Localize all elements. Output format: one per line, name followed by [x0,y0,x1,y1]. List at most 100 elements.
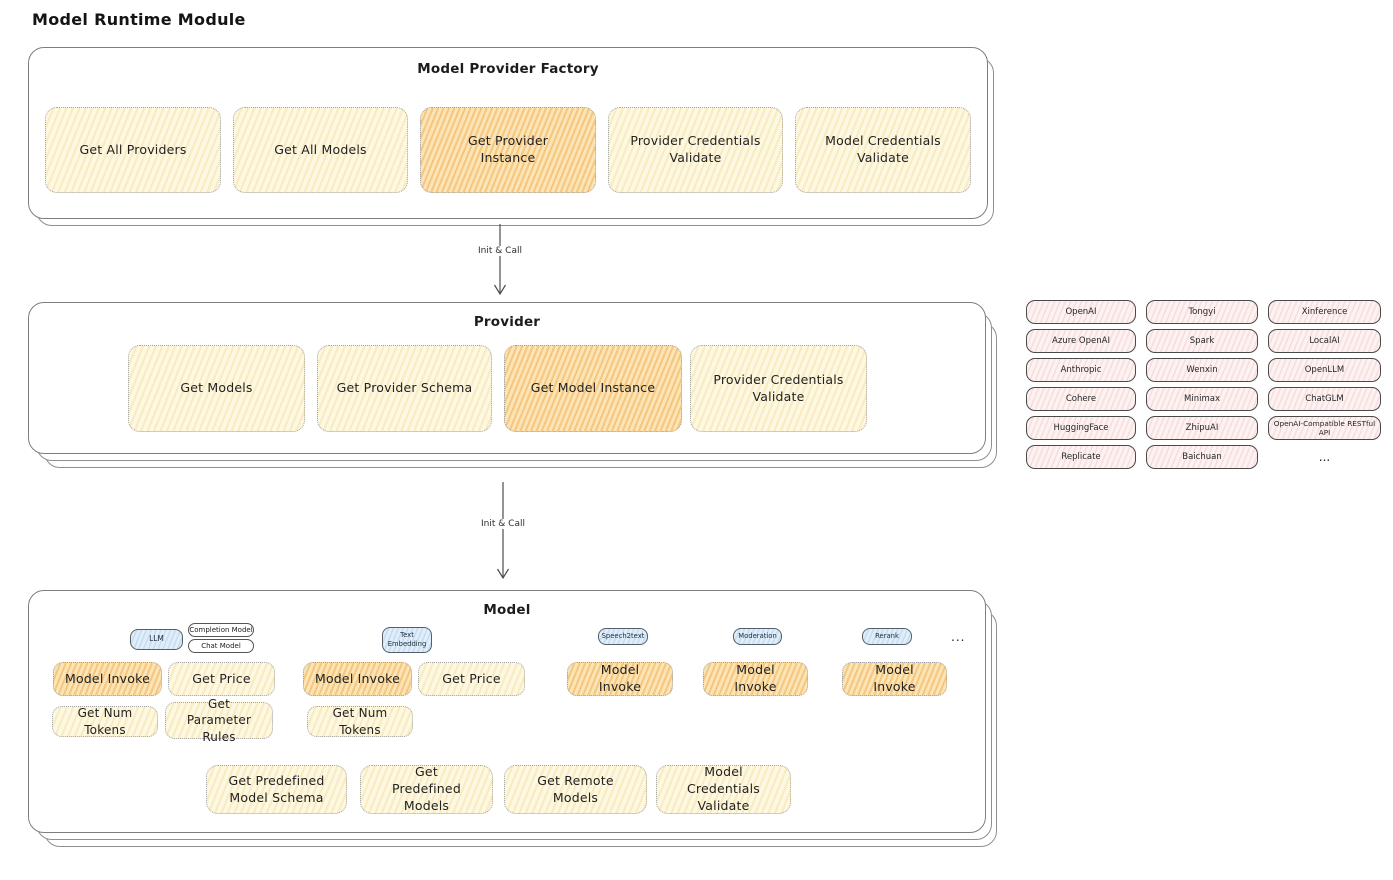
node-get-predefined-model-schema: Get Predefined Model Schema [206,765,347,814]
node-get-all-models: Get All Models [233,107,408,193]
provider-chip-zhipuai: ZhipuAI [1146,416,1258,440]
node-get-parameter-rules: Get Parameter Rules [165,697,273,744]
node-label: Model Invoke [873,662,916,694]
tag-label: Completion Model [189,626,253,634]
chip-label: HuggingFace [1053,423,1109,433]
chip-label: OpenLLM [1304,365,1345,375]
provider-chip-tongyi: Tongyi [1146,300,1258,324]
chip-label: Tongyi [1188,307,1216,317]
node-label: Get Num Tokens [77,706,133,737]
node-label: Get Remote Models [537,772,614,805]
node-label: Get Price [192,670,251,686]
node-label: Get All Models [274,141,367,157]
provider-chip-openai: OpenAI [1026,300,1136,324]
chip-label: Wenxin [1186,365,1218,375]
tag-label: Speech2text [601,631,645,640]
tag-label: Moderation [738,631,777,640]
chip-label: Azure OpenAI [1052,336,1110,346]
provider-chip-openllm: OpenLLM [1268,358,1381,382]
node-label: Get Predefined Model Schema [228,772,325,805]
factory-box: Model Provider Factory Get All Providers… [28,47,994,226]
node-get-num-tokens-llm: Get Num Tokens [52,706,158,737]
node-model-credentials-validate: Model Credentials Validate [795,107,971,193]
node-get-models: Get Models [128,345,305,432]
tag-text-embedding: Text Embedding [382,627,432,653]
page-title: Model Runtime Module [32,10,246,29]
node-model-credentials-validate-2: Model Credentials Validate [656,764,791,814]
node-label: Get Model Instance [530,380,656,396]
node-label: Model Credentials Validate [825,133,941,165]
node-get-price-llm: Get Price [168,662,275,696]
chip-label: Replicate [1061,452,1101,462]
chip-label: ChatGLM [1305,394,1344,404]
tag-label: Text Embedding [387,630,427,648]
chip-label: Spark [1189,336,1215,346]
chip-label: OpenAI [1065,307,1097,317]
chip-label: Baichuan [1182,452,1222,462]
tag-label: Rerank [875,631,899,640]
provider-chip-cohere: Cohere [1026,387,1136,411]
tag-label: Chat Model [201,642,241,650]
node-label: Model Invoke [734,662,777,694]
node-model-invoke-speech2text: Model Invoke [567,662,673,696]
provider-title: Provider [473,314,541,330]
chip-label: ZhipuAI [1185,423,1219,433]
chip-label: OpenAI-Compatible RESTful API [1273,419,1376,437]
node-label: Get Price [442,670,501,686]
chip-label: Cohere [1065,394,1097,404]
chip-label: LocalAI [1309,336,1340,346]
provider-chip-minimax: Minimax [1146,387,1258,411]
node-get-price-text-embedding: Get Price [418,662,525,696]
tag-completion-model: Completion Model [188,623,254,637]
node-get-predefined-models: Get Predefined Models [360,764,493,814]
node-label: Model Invoke [598,662,642,694]
provider-chip-huggingface: HuggingFace [1026,416,1136,440]
node-model-invoke-moderation: Model Invoke [703,662,808,696]
arrow-provider-to-model: Init & Call [478,482,528,580]
tag-moderation: Moderation [733,628,782,645]
node-label: Model Invoke [314,670,401,686]
provider-chip-spark: Spark [1146,329,1258,353]
node-get-all-providers: Get All Providers [45,107,221,193]
node-label: Get Models [180,380,253,396]
node-provider-credentials-validate: Provider Credentials Validate [608,107,783,193]
provider-chip-openai-compatible-restful-api: OpenAI-Compatible RESTful API [1268,416,1381,440]
provider-chip-wenxin: Wenxin [1146,358,1258,382]
node-get-provider-instance: Get Provider Instance [420,107,596,193]
node-label: Provider Credentials Validate [630,133,761,165]
provider-chip-localai: LocalAI [1268,329,1381,353]
node-label: Model Credentials Validate [686,764,761,813]
node-label: Get Provider Instance [467,133,549,165]
provider-chip-chatglm: ChatGLM [1268,387,1381,411]
tag-speech2text: Speech2text [598,628,648,645]
node-provider-credentials-validate-2: Provider Credentials Validate [690,345,867,432]
node-label: Get Predefined Models [392,764,461,813]
provider-chip-anthropic: Anthropic [1026,358,1136,382]
node-label: Model Invoke [64,670,151,686]
provider-chip-xinference: Xinference [1268,300,1381,324]
tags-more-ellipsis: ... [951,630,966,644]
node-label: Get All Providers [79,141,187,157]
node-model-invoke-llm: Model Invoke [53,662,162,696]
node-model-invoke-rerank: Model Invoke [842,662,947,696]
node-get-provider-schema: Get Provider Schema [317,345,492,432]
node-model-invoke-text-embedding: Model Invoke [303,662,412,696]
provider-chip-replicate: Replicate [1026,445,1136,469]
node-label: Get Provider Schema [336,380,473,396]
provider-chip-azure-openai: Azure OpenAI [1026,329,1136,353]
provider-chip-baichuan: Baichuan [1146,445,1258,469]
provider-chip-more-ellipsis: ... [1318,450,1331,464]
node-get-remote-models: Get Remote Models [504,765,647,814]
tag-label: LLM [149,634,164,644]
model-title: Model [483,602,531,618]
chip-label: Xinference [1301,307,1348,317]
node-get-num-tokens-text-embedding: Get Num Tokens [307,706,413,737]
tag-llm: LLM [130,629,183,650]
chip-label: Minimax [1184,394,1220,404]
arrow-label: Init & Call [475,246,525,256]
node-label: Get Parameter Rules [186,697,252,744]
arrow-factory-to-provider: Init & Call [475,224,525,296]
node-label: Get Num Tokens [332,706,388,737]
factory-title: Model Provider Factory [417,61,599,77]
